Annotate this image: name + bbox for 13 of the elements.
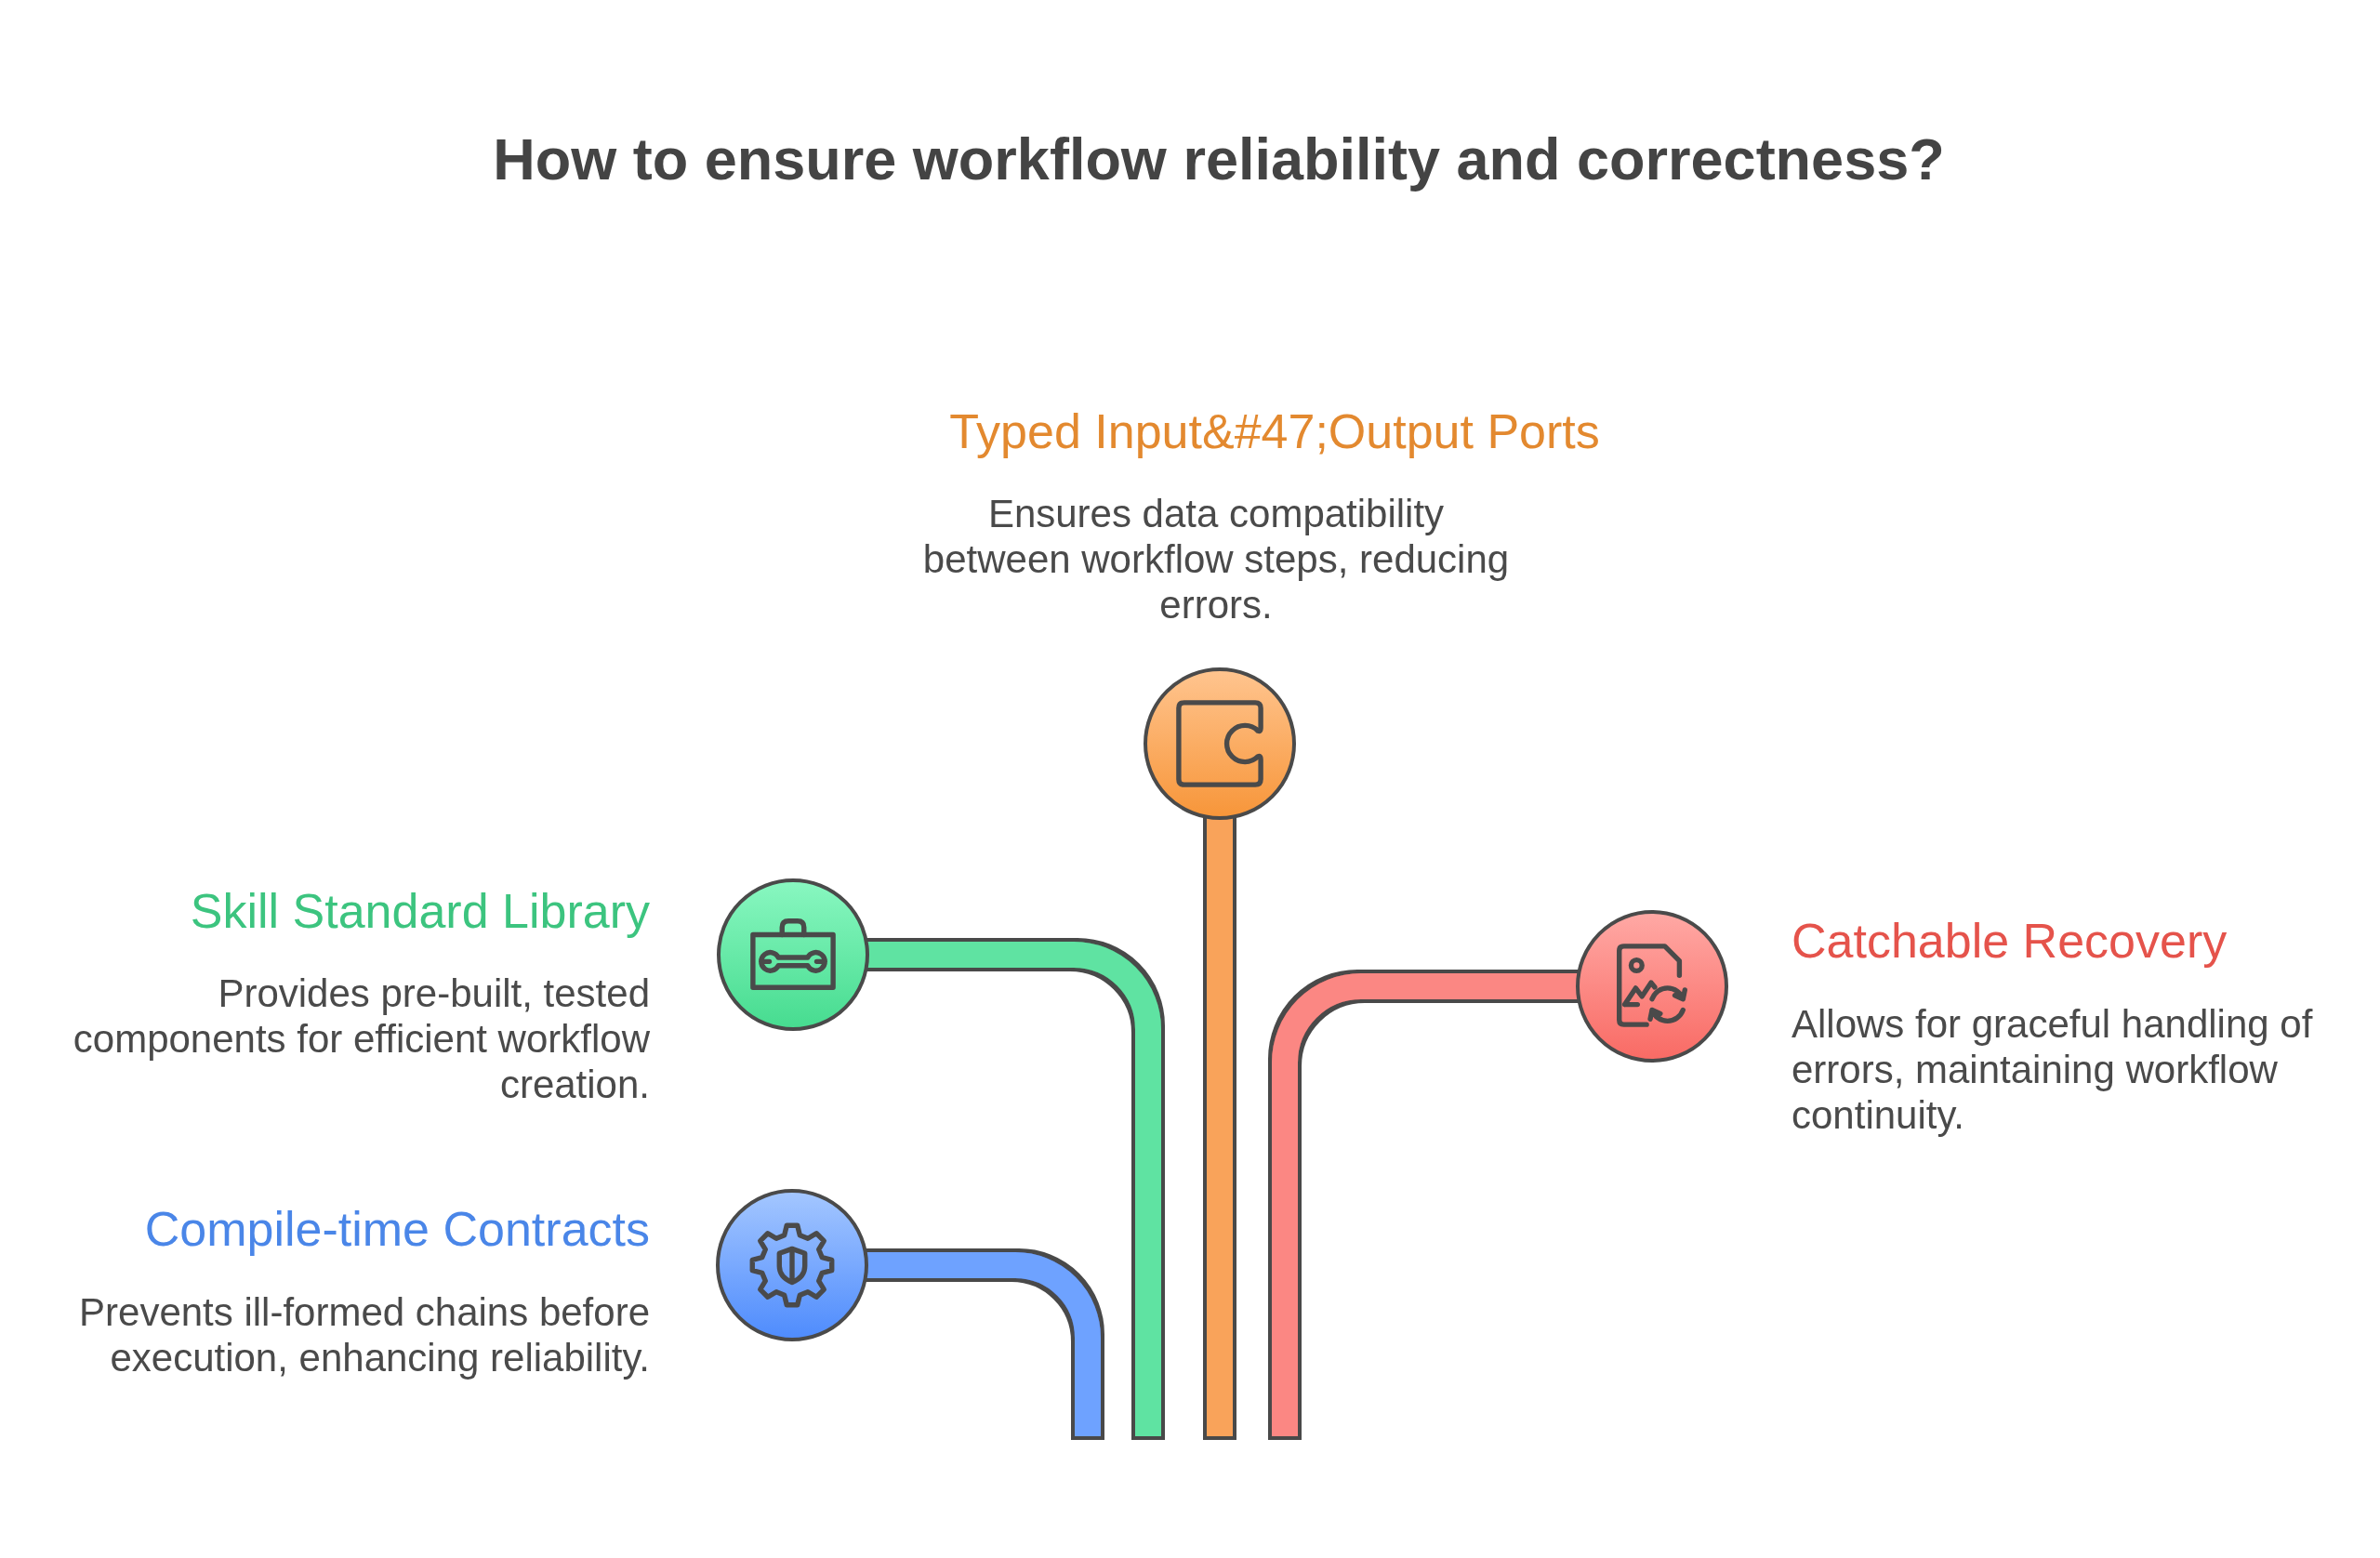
description: Ensures data compatibility between workflow steps, reducing errors. bbox=[921, 491, 1511, 627]
pipe bbox=[867, 942, 1161, 1436]
title: How to ensure workflow reliability and correctness? bbox=[493, 125, 1945, 193]
description: Prevents ill-formed chains before execution, enhancing reliability. bbox=[78, 1289, 650, 1380]
pipe bbox=[866, 1252, 1101, 1436]
heading: Catchable Recovery bbox=[1792, 913, 2228, 970]
heading: Skill Standard Library bbox=[190, 883, 650, 940]
description: Allows for graceful handling of errors, maintaining workflow continuity. bbox=[1792, 1001, 2314, 1138]
pipe bbox=[1207, 818, 1233, 1436]
heading: Typed Input&#47;Output Ports bbox=[949, 403, 1600, 460]
pipe bbox=[1272, 973, 1578, 1436]
heading: Compile-time Contracts bbox=[144, 1201, 650, 1258]
description: Provides pre-built, tested components for efficient workflow creation. bbox=[72, 970, 650, 1107]
